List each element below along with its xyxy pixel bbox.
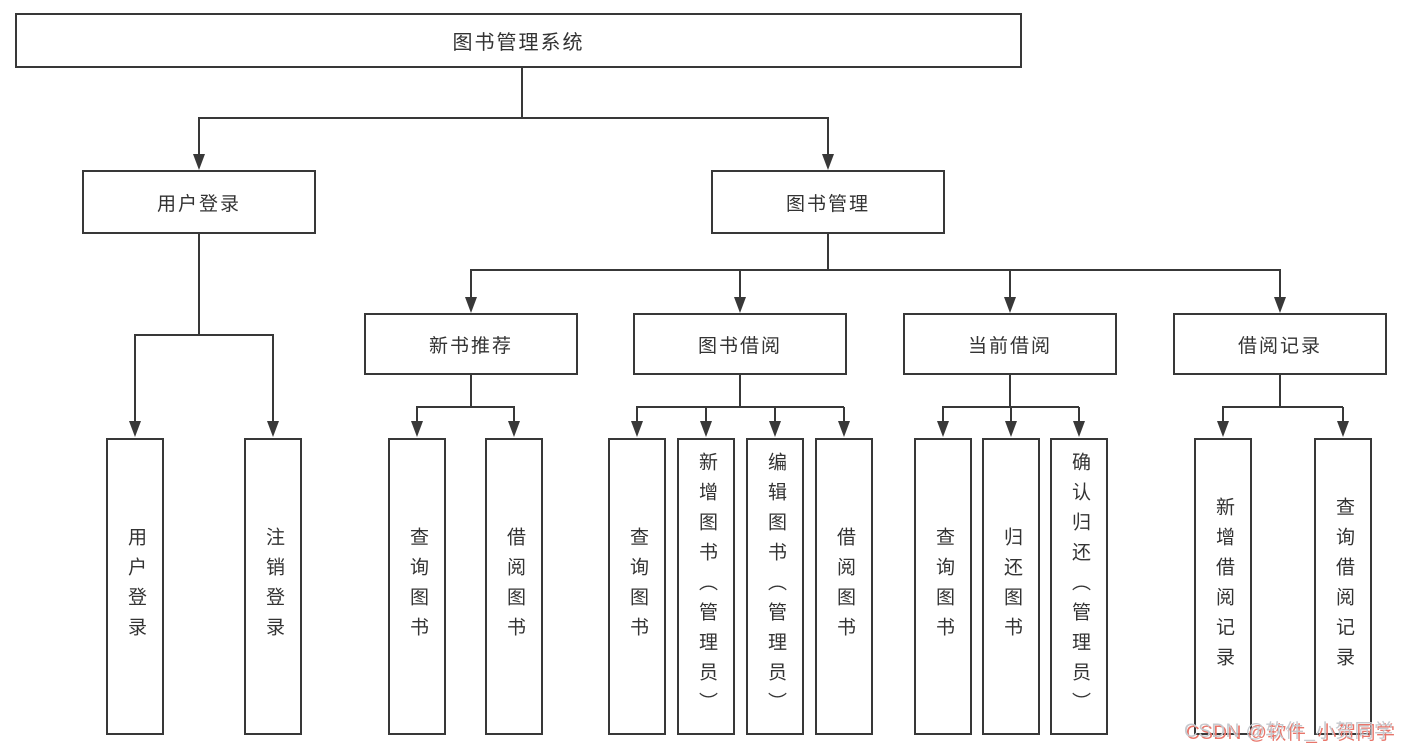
node-book-management: 图书管理 xyxy=(711,170,945,234)
connector-line xyxy=(198,118,200,155)
arrowhead-down xyxy=(700,421,712,437)
leaf-label: 注销登录 xyxy=(262,526,284,647)
leaf-query-books-borrow: 查询图书 xyxy=(608,438,666,735)
arrowhead-down xyxy=(734,297,746,313)
arrowhead-down xyxy=(1337,421,1349,437)
leaf-label: 用户登录 xyxy=(124,526,146,647)
connector-line xyxy=(1222,406,1343,408)
arrowhead-down xyxy=(1217,421,1229,437)
arrowhead-down xyxy=(937,421,949,437)
arrowhead-down xyxy=(822,154,834,170)
arrowhead-down xyxy=(508,421,520,437)
connector-line xyxy=(827,234,829,270)
arrowhead-down xyxy=(1005,421,1017,437)
connector-line xyxy=(134,335,136,421)
leaf-label: 确认归还（管理员） xyxy=(1068,451,1090,722)
node-borrowing-records: 借阅记录 xyxy=(1173,313,1387,375)
connector-line xyxy=(1279,271,1281,298)
leaf-user-login: 用户登录 xyxy=(106,438,164,735)
connector-line xyxy=(1009,375,1011,407)
arrowhead-down xyxy=(411,421,423,437)
connector-line xyxy=(1010,407,1012,421)
node-user-login: 用户登录 xyxy=(82,170,316,234)
leaf-query-borrow-record: 查询借阅记录 xyxy=(1314,438,1372,735)
arrowhead-down xyxy=(1073,421,1085,437)
arrowhead-down xyxy=(1274,297,1286,313)
node-book-borrowing: 图书借阅 xyxy=(633,313,847,375)
connector-line xyxy=(470,269,1281,271)
connector-line xyxy=(513,407,515,421)
leaf-label: 查询图书 xyxy=(626,526,648,647)
leaf-label: 编辑图书（管理员） xyxy=(764,451,786,722)
connector-line xyxy=(521,67,523,118)
csdn-watermark: CSDN @软件_小贺同学 xyxy=(1184,721,1394,742)
connector-line xyxy=(1222,407,1224,421)
connector-line xyxy=(1009,271,1011,298)
connector-line xyxy=(843,407,845,421)
connector-line xyxy=(470,375,472,407)
arrowhead-down xyxy=(769,421,781,437)
leaf-confirm-return-admin: 确认归还（管理员） xyxy=(1050,438,1108,735)
arrowhead-down xyxy=(129,421,141,437)
leaf-label: 查询借阅记录 xyxy=(1332,496,1354,677)
connector-line xyxy=(1279,375,1281,407)
leaf-add-borrow-record: 新增借阅记录 xyxy=(1194,438,1252,735)
leaf-borrow-books: 借阅图书 xyxy=(815,438,873,735)
connector-line xyxy=(636,406,844,408)
arrowhead-down xyxy=(267,421,279,437)
arrowhead-down xyxy=(838,421,850,437)
leaf-label: 查询图书 xyxy=(406,526,428,647)
leaf-label: 借阅图书 xyxy=(833,526,855,647)
leaf-borrow-books-recommend: 借阅图书 xyxy=(485,438,543,735)
arrowhead-down xyxy=(465,297,477,313)
leaf-query-books-recommend: 查询图书 xyxy=(388,438,446,735)
arrowhead-down xyxy=(1004,297,1016,313)
connector-line xyxy=(739,271,741,298)
connector-line xyxy=(739,375,741,407)
node-current-borrowing: 当前借阅 xyxy=(903,313,1117,375)
leaf-label: 新增图书（管理员） xyxy=(695,451,717,722)
leaf-add-book-admin: 新增图书（管理员） xyxy=(677,438,735,735)
connector-line xyxy=(198,117,829,119)
node-new-book-recommendation: 新书推荐 xyxy=(364,313,578,375)
connector-line xyxy=(705,407,707,421)
connector-line xyxy=(774,407,776,421)
leaf-logout: 注销登录 xyxy=(244,438,302,735)
leaf-label: 借阅图书 xyxy=(503,526,525,647)
connector-line xyxy=(1342,407,1344,421)
leaf-return-books: 归还图书 xyxy=(982,438,1040,735)
connector-line xyxy=(272,335,274,421)
leaf-label: 查询图书 xyxy=(932,526,954,647)
leaf-edit-book-admin: 编辑图书（管理员） xyxy=(746,438,804,735)
connector-line xyxy=(416,407,418,421)
connector-line xyxy=(942,407,944,421)
node-library-management-system: 图书管理系统 xyxy=(15,13,1022,68)
leaf-label: 归还图书 xyxy=(1000,526,1022,647)
arrowhead-down xyxy=(193,154,205,170)
leaf-label: 新增借阅记录 xyxy=(1212,496,1234,677)
connector-line xyxy=(470,271,472,298)
connector-line xyxy=(134,334,274,336)
connector-line xyxy=(416,406,515,408)
connector-line xyxy=(1078,407,1080,421)
connector-line xyxy=(827,118,829,155)
arrowhead-down xyxy=(631,421,643,437)
connector-line xyxy=(636,407,638,421)
leaf-query-books-current: 查询图书 xyxy=(914,438,972,735)
connector-line xyxy=(198,234,200,335)
